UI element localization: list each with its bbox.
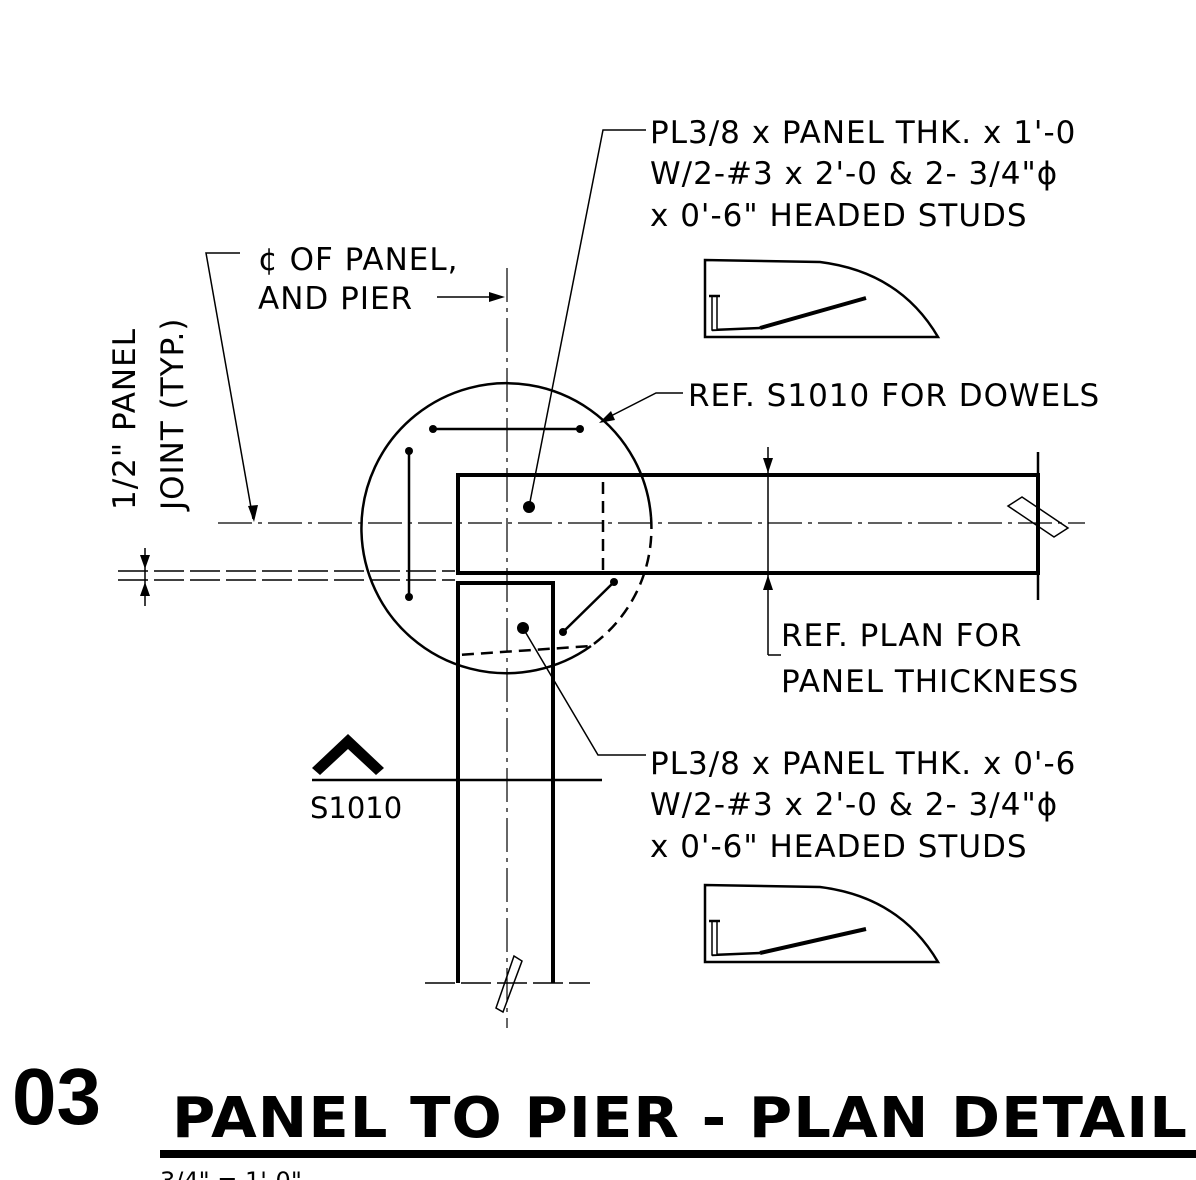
detail-title: PANEL TO PIER - PLAN DETAIL	[172, 1086, 1188, 1151]
top-note-line2: W/2-#3 x 2'-0 & 2- 3/4"ϕ	[650, 156, 1058, 192]
detail-number: 03	[12, 1052, 101, 1141]
leader-centerline-arrow	[489, 292, 505, 302]
leader-bottom-note	[522, 627, 646, 756]
dowel-top-end-b	[576, 425, 584, 433]
dowel-diag-end-b	[559, 628, 567, 636]
thickness-arrow-top	[763, 458, 773, 473]
dowels-note: REF. S1010 FOR DOWELS	[688, 378, 1100, 414]
stud-sketch-bottom	[703, 883, 941, 964]
pier-circle	[360, 382, 653, 675]
pier-break-symbol	[495, 954, 523, 1014]
detail-scale: 3/4" = 1'-0"	[160, 1167, 302, 1180]
joint-arrow-top	[140, 555, 150, 569]
centerline-note-line1: ¢ OF PANEL,	[258, 242, 458, 278]
thickness-arrow-bottom	[763, 575, 773, 590]
centerline-note-line2: AND PIER	[258, 281, 413, 317]
top-note-line1: PL3/8 x PANEL THK. x 1'-0	[650, 115, 1076, 151]
bottom-note-line1: PL3/8 x PANEL THK. x 0'-6	[650, 746, 1076, 782]
bottom-note-line2: W/2-#3 x 2'-0 & 2- 3/4"ϕ	[650, 787, 1058, 823]
thickness-note-line1: REF. PLAN FOR	[781, 618, 1022, 654]
leader-joint	[205, 252, 254, 520]
leader-top-note	[528, 129, 646, 508]
dowel-diag-end-a	[610, 578, 618, 586]
joint-note-line1: 1/2" PANEL	[107, 328, 143, 510]
section-marker	[312, 734, 602, 782]
stud-sketch-top	[703, 258, 941, 339]
leader-dowels-arrow	[599, 411, 615, 423]
joint-note: 1/2" PANEL JOINT (TYP.)	[107, 318, 191, 512]
panel-horizontal	[456, 473, 1040, 575]
dowel-top-end-a	[429, 425, 437, 433]
joint-note-line2: JOINT (TYP.)	[155, 318, 191, 512]
dowel-left-end-b	[405, 593, 413, 601]
section-ref-label: S1010	[310, 791, 402, 825]
bottom-note-line3: x 0'-6" HEADED STUDS	[650, 829, 1028, 865]
pier-vertical	[456, 581, 555, 983]
joint-arrow-bottom	[140, 582, 150, 596]
pier-circle-hidden	[457, 516, 653, 657]
top-note-line3: x 0'-6" HEADED STUDS	[650, 198, 1028, 234]
leader-joint-arrow	[248, 505, 258, 522]
leader-dowels	[602, 392, 683, 421]
dowel-left-end-a	[405, 447, 413, 455]
dowel-diagonal	[562, 581, 615, 633]
title-underline	[160, 1150, 1196, 1158]
thickness-note-line2: PANEL THICKNESS	[781, 664, 1079, 700]
panel-break-symbol	[1006, 496, 1070, 538]
